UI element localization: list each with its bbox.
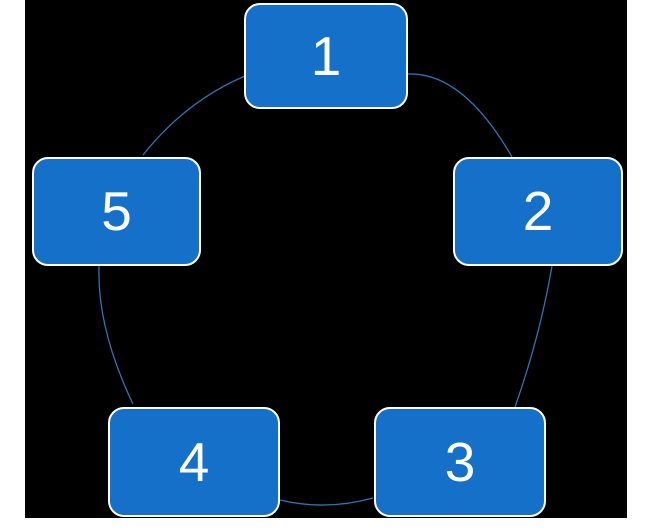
cycle-node-3[interactable]: 3: [374, 407, 546, 517]
arc-2-to-3: [514, 265, 553, 408]
background-strip-bottom: [0, 518, 655, 530]
cycle-node-4-label: 4: [178, 430, 210, 493]
arc-4-to-5: [98, 265, 134, 405]
cycle-node-5-label: 5: [101, 180, 132, 242]
arc-5-to-1: [142, 75, 246, 156]
background-strip-right: [627, 0, 655, 530]
cycle-node-4[interactable]: 4: [108, 407, 280, 517]
cycle-node-1-label: 1: [310, 24, 342, 87]
cycle-node-1[interactable]: 1: [244, 3, 408, 109]
arc-3-to-4: [279, 497, 374, 506]
background-strip-left: [0, 0, 25, 530]
cycle-node-2-label: 2: [522, 180, 554, 242]
arc-1-to-2: [407, 73, 513, 158]
cycle-node-3-label: 3: [444, 430, 476, 493]
cycle-node-2[interactable]: 2: [453, 157, 623, 266]
cycle-node-5[interactable]: 5: [32, 157, 201, 266]
